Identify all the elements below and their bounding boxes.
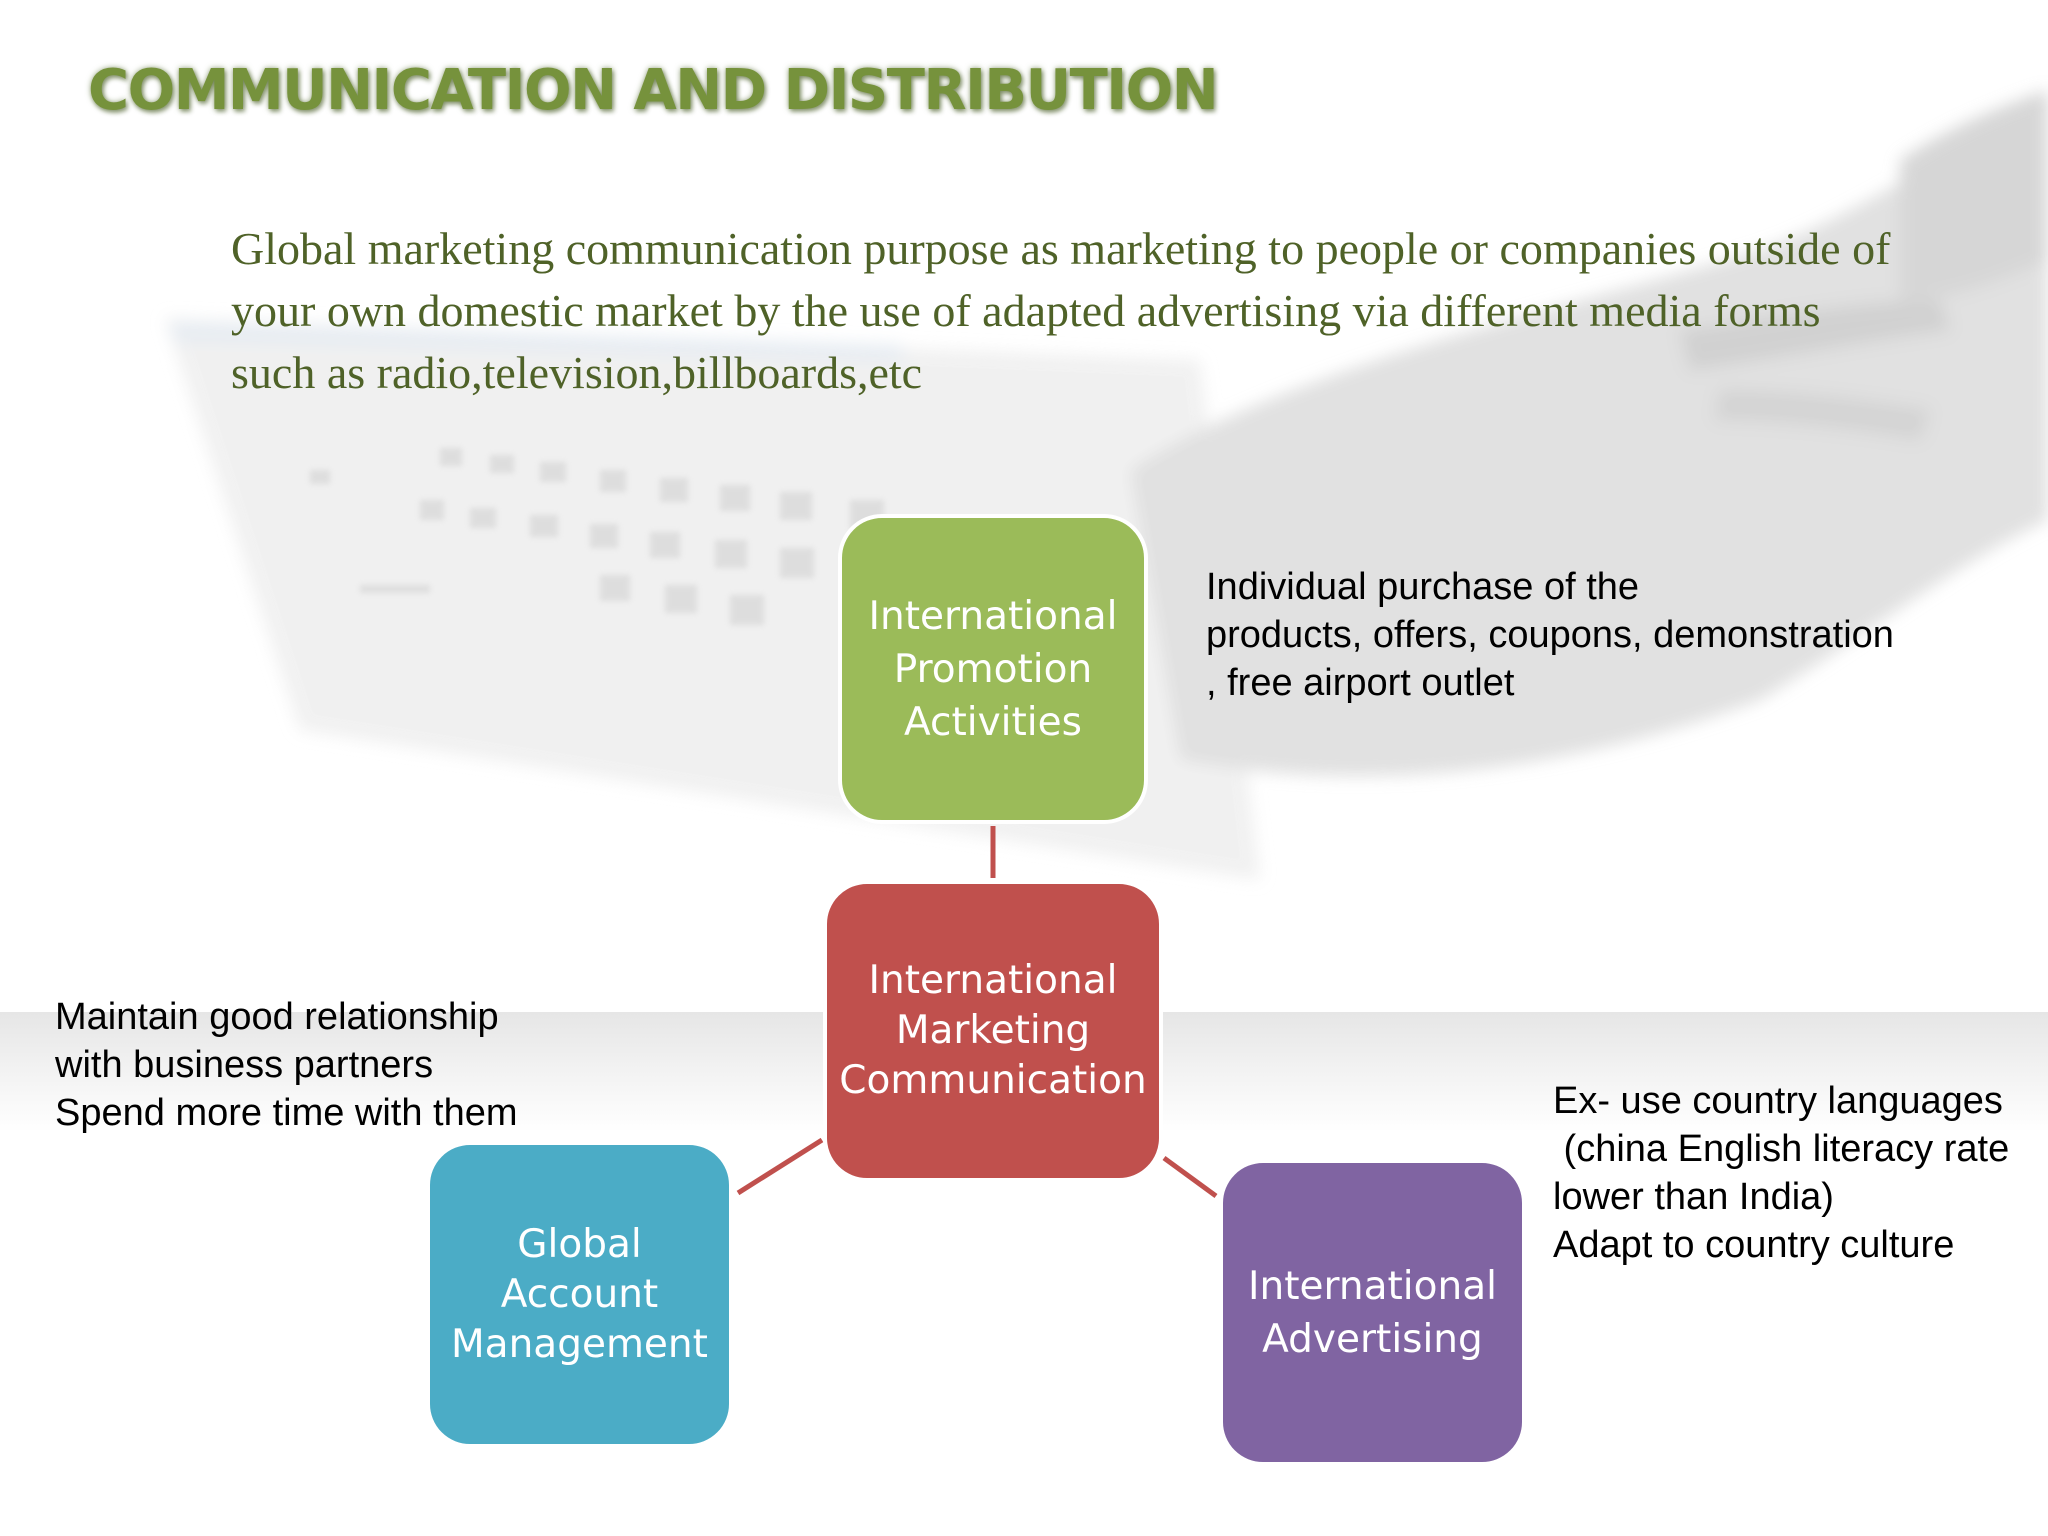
node-international-marketing-communication: International Marketing Communication (823, 880, 1163, 1182)
note-line: products, offers, coupons, demonstration (1206, 614, 1894, 656)
intro-paragraph: Global marketing communication purpose a… (231, 223, 1891, 398)
note-line: Ex- use country languages (1553, 1080, 2003, 1122)
note-line: Maintain good relationship (55, 996, 499, 1038)
node-label-line: Account (500, 1271, 659, 1317)
node-label-line: International (868, 958, 1118, 1003)
node-global-account-management: Global Account Management (426, 1141, 733, 1448)
node-label-line: Communication (839, 1058, 1147, 1103)
note-line: Spend more time with them (55, 1092, 518, 1134)
note-account-management: Maintain good relationship with business… (55, 993, 518, 1137)
note-line: Adapt to country culture (1553, 1224, 1955, 1266)
note-line: (china English literacy rate (1553, 1128, 2010, 1170)
node-label-line: Management (451, 1321, 708, 1367)
note-line: with business partners (55, 1044, 434, 1086)
connector-center-account (736, 1137, 824, 1196)
node-label-line: Marketing (895, 1008, 1091, 1053)
connector-center-advertising (1162, 1155, 1218, 1199)
note-advertising: Ex- use country languages (china English… (1553, 1077, 2009, 1269)
node-label-line: Promotion (893, 646, 1093, 692)
node-international-advertising: International Advertising (1219, 1159, 1526, 1466)
note-line: Individual purchase of the (1206, 566, 1640, 608)
node-international-promotion-activities: International Promotion Activities (838, 514, 1148, 824)
node-label-line: Global (517, 1221, 642, 1267)
node-label-line: International (1248, 1263, 1497, 1309)
note-line: lower than India) (1553, 1176, 1834, 1218)
note-promotion: Individual purchase of the products, off… (1206, 563, 1894, 707)
node-label-line: Activities (904, 699, 1082, 745)
node-label-line: Advertising (1262, 1316, 1483, 1362)
node-label-line: International (868, 593, 1118, 639)
slide-title: COMMUNICATION AND DISTRIBUTION (88, 58, 1219, 123)
note-line: , free airport outlet (1206, 662, 1515, 704)
